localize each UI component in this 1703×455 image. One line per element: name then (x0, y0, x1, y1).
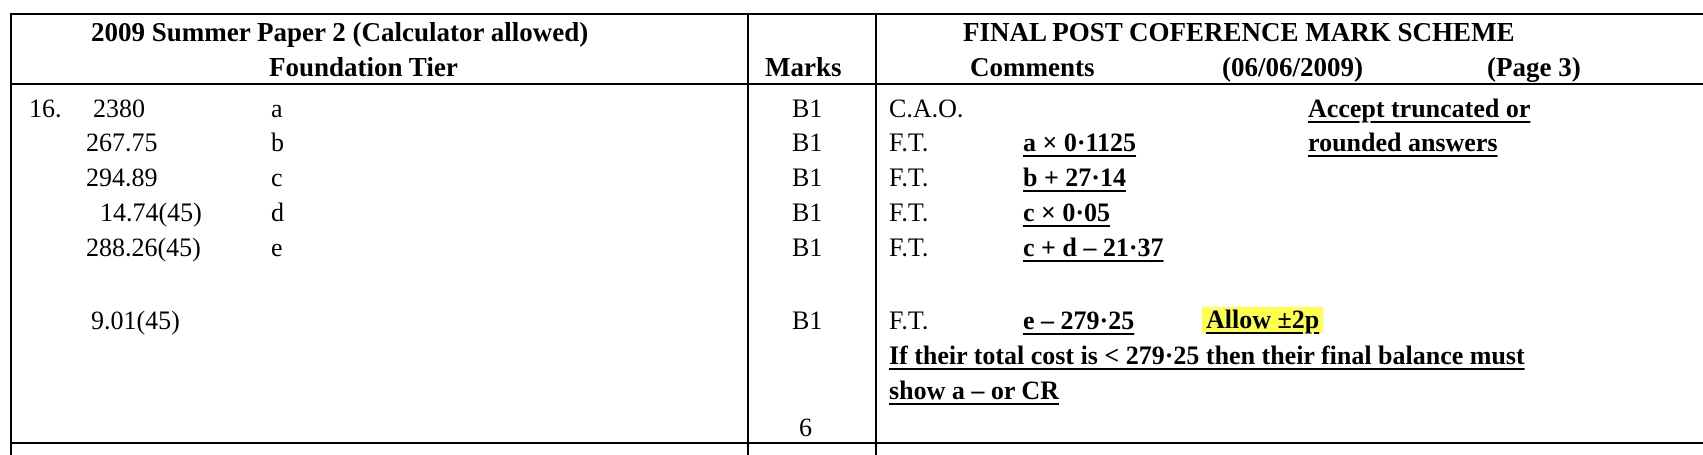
accept-note: rounded answers (1308, 128, 1498, 157)
tier-label: Foundation Tier (269, 52, 458, 82)
mark-value: B1 (792, 306, 823, 335)
marks-total: 6 (799, 413, 812, 442)
mark-scheme-title: FINAL POST COFERENCE MARK SCHEME (963, 17, 1515, 47)
mark-value: B1 (792, 94, 823, 123)
answer-letter: c (271, 163, 283, 192)
final-balance-note: If their total cost is < 279·25 then the… (889, 341, 1525, 370)
answer-value: 294.89 (86, 163, 158, 192)
comment-code: C.A.O. (889, 94, 964, 123)
table-top-border (10, 13, 1703, 15)
answer-letter: d (271, 198, 284, 227)
answer-letter: a (271, 94, 283, 123)
mark-value: B1 (792, 163, 823, 192)
comment-code: F.T. (889, 306, 929, 335)
comment-code: F.T. (889, 233, 929, 262)
answer-letter: e (271, 233, 283, 262)
table-bottom-border (10, 442, 1703, 444)
table-left-border (10, 13, 12, 455)
answer-value: 9.01(45) (91, 306, 180, 335)
header-bottom-border (10, 83, 1703, 85)
comments-header: Comments (970, 52, 1095, 82)
comment-formula: a × 0·1125 (1023, 128, 1137, 157)
mark-value: B1 (792, 233, 823, 262)
marks-column-left-border (747, 13, 749, 455)
allow-note: Allow ±2p (1202, 307, 1324, 333)
final-balance-note: show a – or CR (889, 376, 1059, 405)
accept-note: Accept truncated or (1308, 94, 1531, 123)
comment-formula: c × 0·05 (1023, 198, 1111, 227)
answer-value: 288.26(45) (86, 233, 201, 262)
mark-value: B1 (792, 198, 823, 227)
comment-formula: e – 279·25 (1023, 306, 1135, 335)
comment-code: F.T. (889, 128, 929, 157)
answer-value: 14.74(45) (100, 198, 202, 227)
comment-code: F.T. (889, 198, 929, 227)
comment-formula: b + 27·14 (1023, 163, 1126, 192)
mark-value: B1 (792, 128, 823, 157)
answer-value: 267.75 (86, 128, 158, 157)
question-number: 16. (29, 94, 62, 123)
marks-column-right-border (875, 13, 877, 455)
comment-formula: c + d – 21·37 (1023, 233, 1164, 262)
date-label: (06/06/2009) (1222, 52, 1363, 82)
marks-header: Marks (765, 52, 842, 82)
page-label: (Page 3) (1487, 52, 1581, 82)
answer-value: 2380 (93, 94, 145, 123)
paper-title: 2009 Summer Paper 2 (Calculator allowed) (91, 17, 589, 47)
answer-letter: b (271, 128, 284, 157)
comment-code: F.T. (889, 163, 929, 192)
